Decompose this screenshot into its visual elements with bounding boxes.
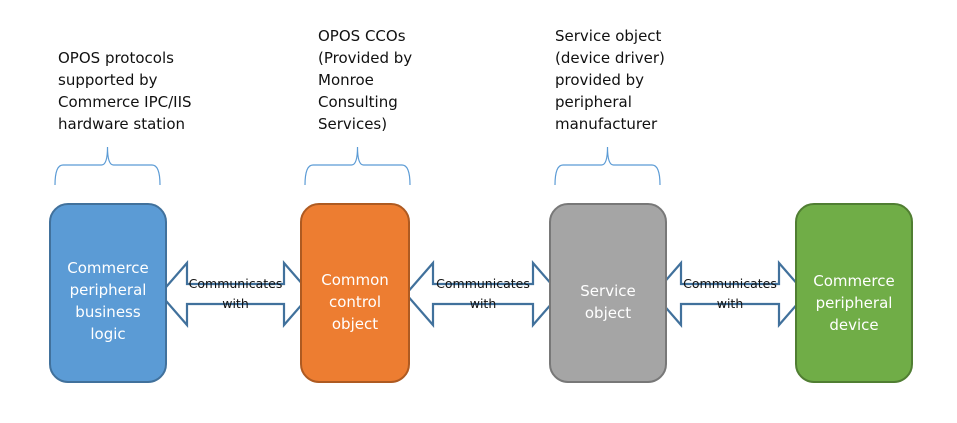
box-shape xyxy=(49,203,167,383)
box-shape xyxy=(549,203,667,383)
box-label-line: peripheral xyxy=(70,281,147,299)
note-ccos: OPOS CCOs (Provided by Monroe Consulting… xyxy=(318,27,413,133)
double-arrow-icon xyxy=(404,260,562,328)
connector-comm-3: Communicates with xyxy=(652,260,808,328)
box-label-line: Commerce xyxy=(813,272,894,290)
connector-comm-2: Communicates with xyxy=(404,260,562,328)
box-shape xyxy=(300,203,410,383)
brace-note-service-object xyxy=(554,146,661,186)
connector-label: with xyxy=(717,296,744,311)
connector-label: Communicates xyxy=(683,276,777,291)
box-label-line: business xyxy=(75,303,141,321)
box-label-line: peripheral xyxy=(816,294,893,312)
box-label-line: object xyxy=(585,304,631,322)
box-label-line: Common xyxy=(321,271,389,289)
box-label-line: logic xyxy=(90,325,125,343)
double-arrow-icon xyxy=(652,260,808,328)
box-label-line: control xyxy=(329,293,381,311)
box-peripheral-device: Commerce peripheral device xyxy=(795,203,913,383)
box-shape xyxy=(795,203,913,383)
note-service-object: Service object (device driver) provided … xyxy=(555,27,665,133)
box-label-line: Service xyxy=(580,282,635,300)
brace-note-ccos xyxy=(304,146,411,186)
connector-comm-1: Communicates with xyxy=(158,260,313,328)
connector-label: Communicates xyxy=(436,276,530,291)
connector-label: with xyxy=(222,296,249,311)
box-label-line: device xyxy=(829,316,878,334)
box-common-control-object: Common control object xyxy=(300,203,410,383)
note-protocols: OPOS protocols supported by Commerce IPC… xyxy=(58,49,192,133)
box-business-logic: Commerce peripheral business logic xyxy=(49,203,167,383)
connector-label: with xyxy=(470,296,497,311)
brace-note-protocols xyxy=(54,146,161,186)
box-service-object: Service object xyxy=(549,203,667,383)
box-label-line: object xyxy=(332,315,378,333)
box-label-line: Commerce xyxy=(67,259,148,277)
connector-label: Communicates xyxy=(189,276,283,291)
double-arrow-icon xyxy=(158,260,313,328)
